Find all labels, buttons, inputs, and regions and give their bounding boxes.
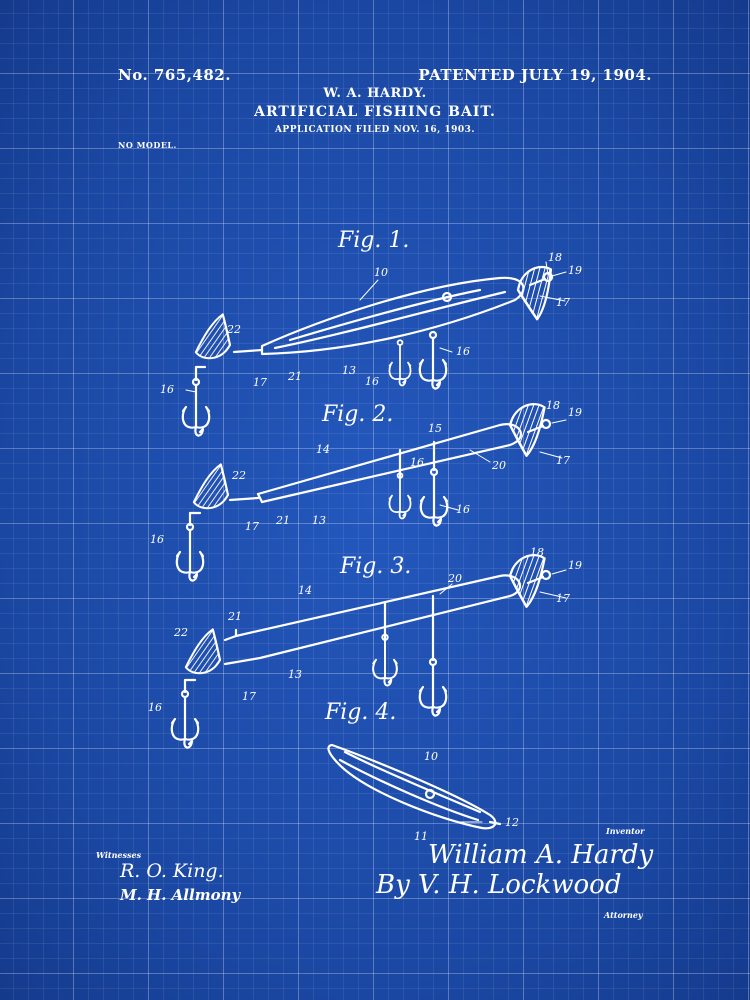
fig3-ref-17-b: 17 [242,690,256,703]
fig2-ref-13: 13 [312,514,326,527]
fig4-ref-12: 12 [505,816,519,829]
fig3-ref-16: 16 [148,701,162,714]
fig1-ref-17-b: 17 [253,376,267,389]
fig2-ref-20: 20 [492,459,506,472]
fig1-ref-13: 13 [342,364,356,377]
figure-4-label: Fig. 4. [325,700,397,725]
fig1-ref-10: 10 [374,266,388,279]
fig1-ref-16-c: 16 [456,345,470,358]
patent-title: ARTIFICIAL FISHING BAIT. [254,104,496,120]
figure-2-drawing [175,399,557,582]
fig1-ref-18: 18 [548,251,562,264]
fig2-ref-17-a: 17 [556,454,570,467]
inventor-label: Inventor [606,826,645,836]
fig2-ref-18: 18 [546,399,560,412]
witness-signature-2: M. H. Allmony [120,886,241,904]
fig2-ref-21: 21 [276,514,290,527]
fig3-ref-13: 13 [288,668,302,681]
fig3-ref-20: 20 [448,572,462,585]
fig3-ref-22: 22 [174,626,188,639]
fig3-ref-21: 21 [228,610,242,623]
fig1-ref-22: 22 [227,323,241,336]
figure-2-label: Fig. 2. [322,402,394,427]
application-filed: APPLICATION FILED NOV. 16, 1903. [274,125,476,135]
attorney-signature: By V. H. Lockwood [376,870,622,900]
fig3-ref-18: 18 [530,546,544,559]
figure-3-drawing [170,550,557,749]
fig2-ref-14: 14 [316,443,330,456]
witnesses-label: Witnesses [96,850,142,860]
patent-date: PATENTED JULY 19, 1904. [418,66,652,84]
fig1-ref-16-b: 16 [365,375,379,388]
inventor-heading: W. A. HARDY. [323,86,427,101]
inventor-signature: William A. Hardy [428,840,654,870]
fig2-ref-17-b: 17 [245,520,259,533]
no-model-note: NO MODEL. [118,140,177,150]
fig2-ref-16-b: 16 [456,503,470,516]
fig3-ref-17-a: 17 [556,592,570,605]
fig1-ref-16-a: 16 [160,383,174,396]
figure-4-drawing [327,743,502,830]
fig3-ref-14: 14 [298,584,312,597]
fig2-ref-22: 22 [232,469,246,482]
fig2-ref-16-a: 16 [410,456,424,469]
fig4-ref-11: 11 [414,830,428,843]
fig2-ref-16-c: 16 [150,533,164,546]
figure-3-label: Fig. 3. [340,554,412,579]
attorney-label: Attorney [604,910,643,920]
fig3-ref-19: 19 [568,559,582,572]
fig1-ref-21: 21 [288,370,302,383]
witness-signature-1: R. O. King. [120,860,224,882]
patent-number: No. 765,482. [118,66,231,84]
fig4-ref-10: 10 [424,750,438,763]
leader-lines [185,261,567,823]
fig1-ref-17-a: 17 [556,296,570,309]
figure-1-label: Fig. 1. [338,228,410,253]
fig1-ref-19: 19 [568,264,582,277]
fig2-ref-19: 19 [568,406,582,419]
fig2-ref-15: 15 [428,422,442,435]
